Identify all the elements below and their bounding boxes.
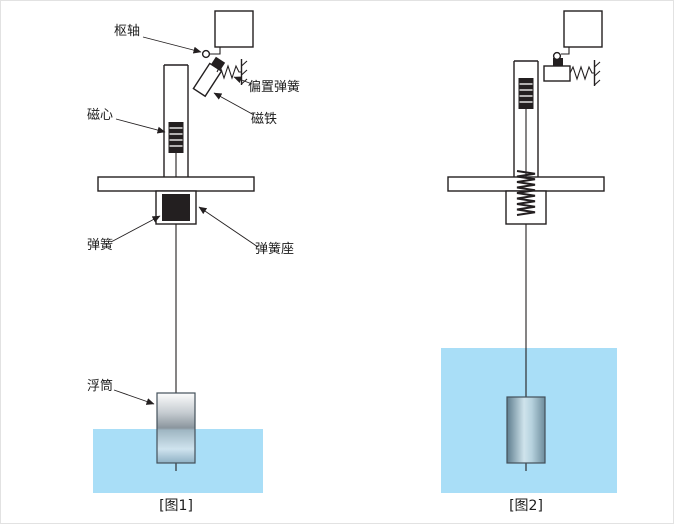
leader-arrow-float [113,389,155,405]
bias-spring-coil-2 [569,65,594,81]
pivot-link-2 [561,47,570,55]
caption-fig1: [图1] [159,498,193,514]
core-hatch-1 [169,127,183,147]
core-hatch-2 [519,83,533,103]
bias-spring-coil-1 [216,64,241,80]
magnetic-core-1 [168,122,184,153]
fig1-assembly [93,10,263,493]
label-spring: 弹簧 [87,238,114,253]
pivot-point-2 [552,51,562,61]
leader-arrow-bias-spring [233,76,253,85]
label-spring-seat: 弹簧座 [255,242,295,257]
wall-hatch-2 [594,61,601,86]
fig2-assembly [441,10,617,493]
leader-arrow-pivot [142,36,202,54]
label-magnet: 磁铁 [251,112,278,127]
leader-lines [110,36,259,405]
float-1 [156,392,196,464]
magnet-1 [192,56,226,98]
label-float: 浮筒 [87,379,114,394]
label-pivot: 枢轴 [114,24,141,39]
pivot-point-1 [201,49,211,59]
wall-hatch-1 [241,60,248,85]
pivot-link-1 [210,47,221,55]
switch-housing-1 [214,10,254,48]
leader-arrow-spring-seat [198,206,259,248]
coil-spring-2 [516,170,536,216]
leader-arrow-spring [110,215,161,243]
magnet-2 [543,65,571,82]
magnetic-core-2 [518,78,534,109]
switch-housing-2 [563,10,603,48]
leader-arrow-core [115,118,166,134]
leader-arrow-magnet [213,92,255,116]
label-bias-spring: 偏置弹簧 [248,80,301,95]
float-2 [506,396,546,464]
magnet-clamp-2 [553,58,563,67]
flange-1 [97,176,255,192]
label-core: 磁心 [87,108,114,123]
caption-fig2: [图2] [509,498,543,514]
spring-block-1 [162,194,190,221]
